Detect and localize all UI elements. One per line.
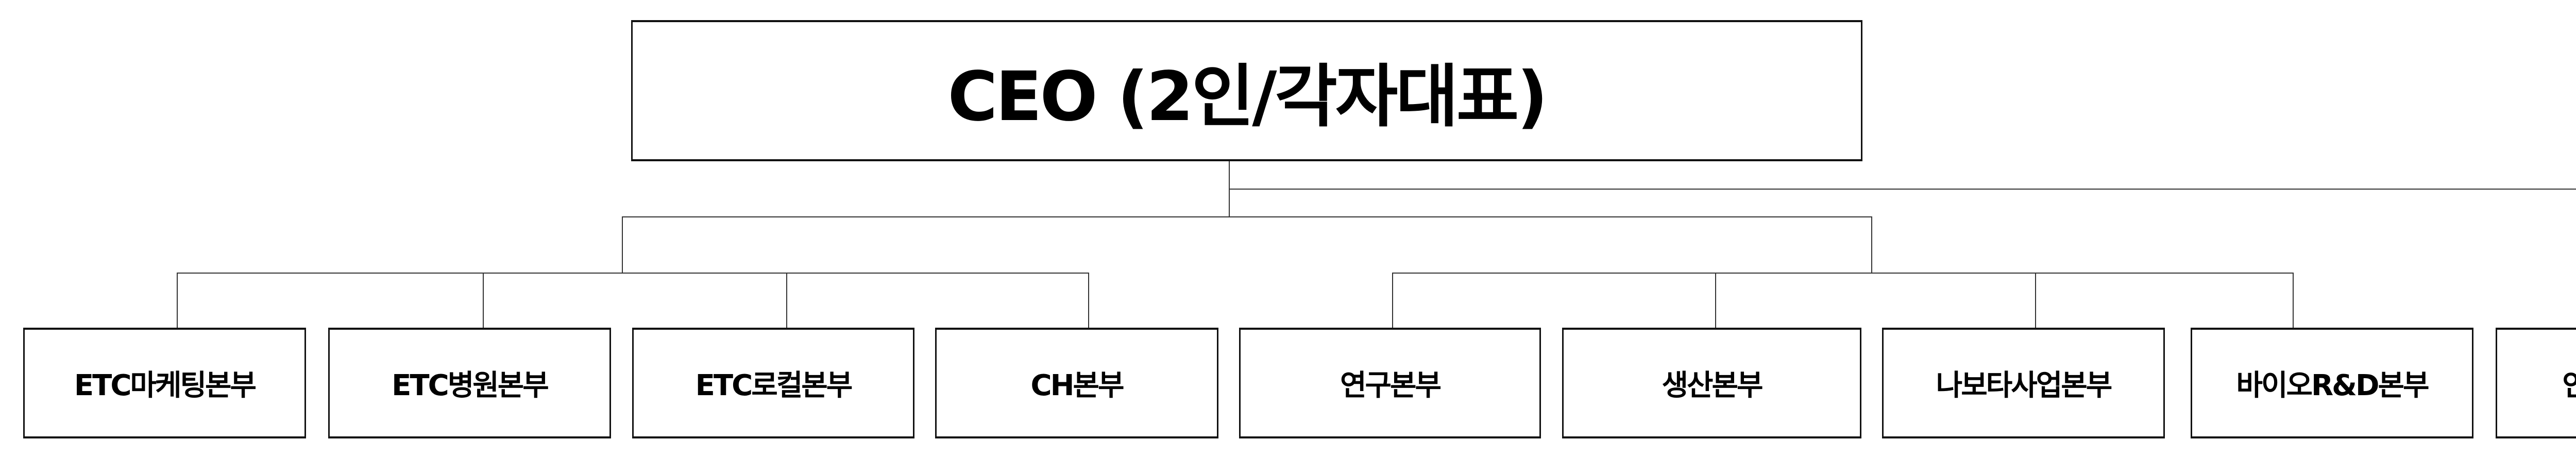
connector-drop-production [1715,273,1716,328]
division-box-bio-rnd: 바이오R&D본부 [2191,328,2473,438]
division-label: CH본부 [1030,369,1124,402]
connector-left-group-trunk [622,216,623,273]
division-box-inni: 인니사업본부 [2496,328,2576,438]
division-label: 연구본부 [1340,369,1442,402]
division-box-etc-local: ETC로컬본부 [632,328,914,438]
connector-right-branch [1229,189,2576,190]
connector-drop-bio-rnd [2293,273,2294,328]
division-box-ch: CH본부 [935,328,1218,438]
connector-drop-etc-hospital [483,273,484,328]
division-label: 바이오R&D본부 [2236,369,2429,402]
connector-left-group-bar [177,273,1089,274]
ceo-label: CEO (2인/각자대표) [947,57,1548,137]
division-label: ETC병원본부 [392,369,549,402]
connector-drop-research [1392,273,1393,328]
connector-drop-nabota [2035,273,2036,328]
division-box-production: 생산본부 [1562,328,1861,438]
division-label: 인니사업본부 [2562,369,2576,402]
ceo-box: CEO (2인/각자대표) [631,20,1862,161]
connector-drop-ch [1088,273,1089,328]
connector-middle-group-trunk [1871,216,1872,273]
division-box-research: 연구본부 [1239,328,1541,438]
division-label: 생산본부 [1662,369,1763,402]
division-label: 나보타사업본부 [1936,369,2113,402]
connector-groups-bar [622,216,1872,217]
connector-drop-etc-local [786,273,787,328]
division-label: ETC마케팅본부 [74,369,257,402]
division-box-etc-marketing: ETC마케팅본부 [23,328,306,438]
connector-middle-group-bar [1392,273,2294,274]
division-box-nabota: 나보타사업본부 [1882,328,2165,438]
division-label: ETC로컬본부 [695,369,853,402]
division-box-etc-hospital: ETC병원본부 [328,328,611,438]
connector-drop-etc-marketing [177,273,178,328]
